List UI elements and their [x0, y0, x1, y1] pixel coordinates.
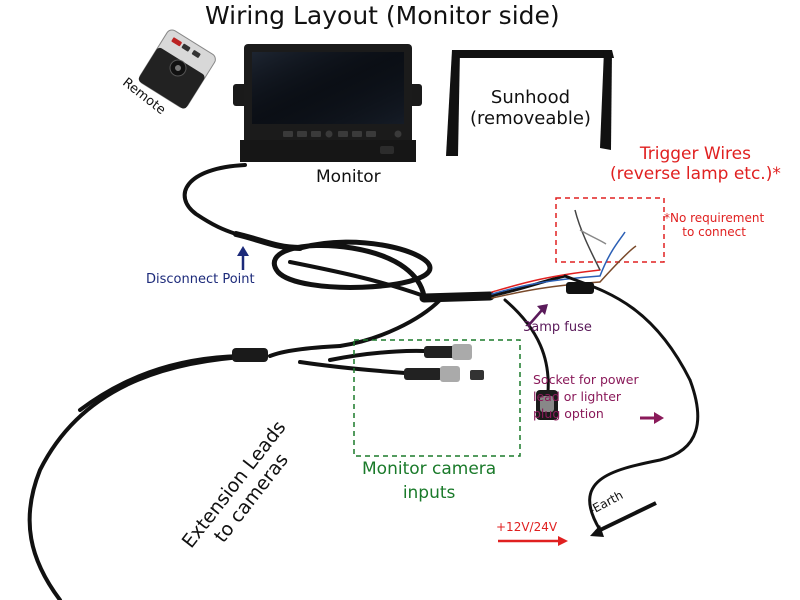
fuse-label: 3amp fuse [523, 320, 592, 335]
camera-inputs-label: Monitor camera inputs [362, 458, 496, 506]
trigger-wires [574, 209, 637, 283]
sunhood-label-line2: (removeable) [470, 107, 591, 129]
trigger-wires-label: Trigger Wires (reverse lamp etc.)* [610, 144, 781, 184]
arrow-right-icon [640, 412, 664, 424]
camera-connectors [232, 344, 484, 382]
sunhood-icon [446, 50, 614, 156]
socket-line3: plug option [533, 405, 604, 421]
trigger-box [555, 197, 665, 263]
sunhood-label: Sunhood (removeable) [470, 87, 591, 129]
earth-arrow-icon [590, 501, 657, 537]
trigger-label-line2: (reverse lamp etc.)* [610, 163, 781, 184]
socket-icon [536, 390, 558, 420]
monitor-icon [233, 44, 422, 162]
arrow-up-icon [237, 246, 249, 270]
no-req-line2: to connect [682, 224, 746, 239]
page-title: Wiring Layout (Monitor side) [205, 1, 560, 30]
no-requirement-note: *No requirement to connect [664, 211, 765, 240]
camera-inputs-box [353, 339, 521, 457]
monitor-label: Monitor [316, 167, 381, 187]
remote-icon [138, 29, 216, 109]
trigger-label-line1: Trigger Wires [639, 144, 751, 164]
socket-line2: lead or lighter [533, 388, 622, 404]
disconnect-point-label: Disconnect Point [146, 272, 255, 287]
socket-label: Socket for power lead or lighter plug op… [533, 372, 639, 423]
fuse-arrow-icon [527, 304, 548, 327]
power-arrow-icon [498, 536, 568, 546]
sunhood-label-line1: Sunhood [490, 87, 571, 108]
no-req-line1: *No requirement [664, 211, 765, 225]
fuse-icon [566, 282, 594, 294]
socket-line1: Socket for power [533, 372, 639, 387]
camera-inputs-line1: Monitor camera [362, 459, 497, 479]
camera-inputs-line2: inputs [402, 482, 456, 503]
power-label: +12V/24V [496, 520, 558, 534]
